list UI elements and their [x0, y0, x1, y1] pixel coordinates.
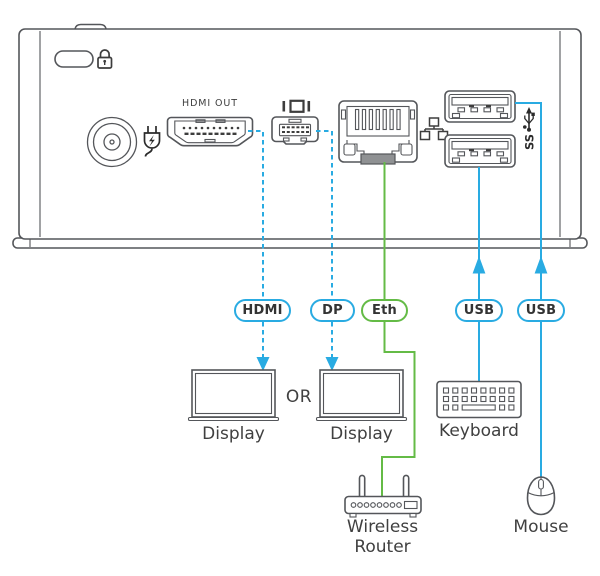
hdmi-pins	[182, 126, 240, 135]
mouse-label: Mouse	[513, 517, 569, 537]
display-2-label: Display	[330, 424, 393, 444]
wireless-router-icon	[344, 474, 422, 518]
mini-dp-pins	[282, 126, 309, 133]
display-2-icon	[315, 369, 408, 422]
ethernet-port	[338, 100, 418, 165]
router-antenna-left	[358, 474, 366, 497]
usb-contacts	[451, 151, 509, 163]
connector-tag-usb1: USB	[455, 299, 503, 322]
usb-port-bottom	[444, 134, 516, 168]
arrow-down-dp-icon	[325, 357, 339, 371]
svg-text:SS: SS	[523, 134, 537, 150]
arrow-up-usb1-icon	[472, 256, 486, 274]
mouse-scroll-wheel	[538, 478, 544, 490]
keyboard-icon	[436, 380, 522, 419]
rj45-latch-tab	[360, 153, 396, 165]
router-leds	[350, 500, 418, 510]
mini-displayport	[271, 116, 319, 145]
cable-usb-mouse	[515, 102, 542, 477]
wireless-router-label: Wireless Router	[346, 517, 419, 558]
ss-usb-icon: SS	[523, 107, 537, 150]
connector-tag-dp: DP	[310, 299, 355, 322]
chassis-top-tab	[74, 23, 107, 30]
connector-tag-eth: Eth	[361, 299, 408, 322]
mini-dp-icon	[282, 99, 311, 113]
rj45-pins	[354, 108, 401, 131]
hdmi-port	[166, 116, 254, 147]
connector-tag-hdmi: HDMI	[234, 299, 291, 322]
lock-icon	[97, 49, 113, 69]
mouse-icon	[526, 476, 556, 516]
arrow-down-hdmi-icon	[256, 357, 270, 371]
keyboard-keys	[442, 387, 515, 411]
router-antenna-right	[402, 474, 410, 497]
cable-dp	[316, 130, 333, 358]
usb-contacts	[451, 107, 509, 119]
kensington-slot	[54, 50, 94, 68]
connector-tag-usb2: USB	[517, 299, 565, 322]
hdmi-out-label: HDMI OUT	[182, 98, 238, 109]
cable-hdmi	[248, 130, 264, 358]
or-label: OR	[285, 387, 313, 407]
keyboard-label: Keyboard	[439, 421, 519, 441]
display-1-icon	[187, 369, 280, 422]
usb-port-top	[444, 90, 516, 123]
power-jack	[86, 116, 138, 168]
arrow-up-usb2-icon	[534, 256, 548, 274]
display-1-label: Display	[202, 424, 265, 444]
lightning-bolt-icon	[149, 135, 155, 147]
cable-eth	[381, 162, 416, 498]
power-plug-icon	[143, 126, 161, 157]
